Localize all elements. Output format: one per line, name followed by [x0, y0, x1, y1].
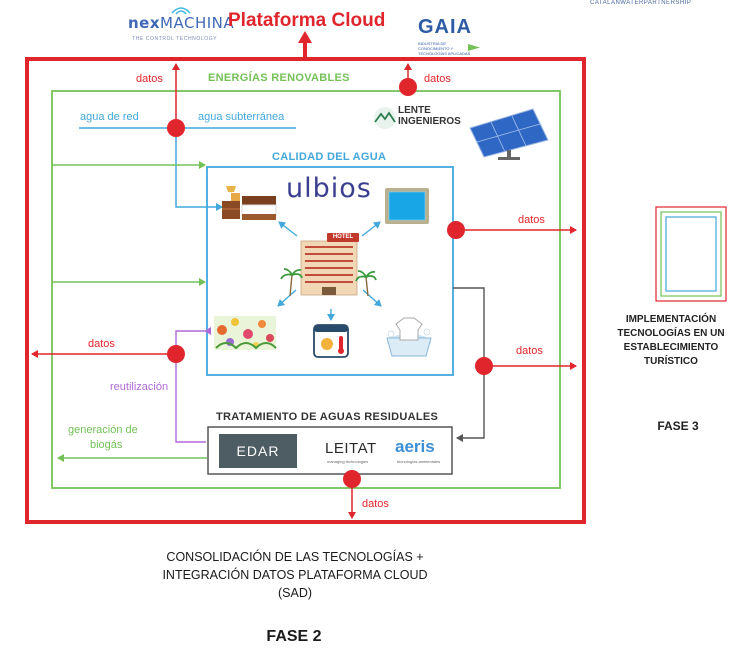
bed-furniture-icon: [222, 186, 277, 220]
solar-panel-icon: [469, 108, 549, 160]
energias-renovables-title: ENERGÍAS RENOVABLES: [208, 72, 350, 84]
wifi-waves-icon: [171, 7, 191, 15]
nexmachina-tagline: THE CONTROL TECHNOLOGY: [132, 36, 218, 42]
heating-thermometer-icon: [313, 324, 349, 358]
gaia-logo: GAIA INDUSTRIA DE CONOCIMIENTO Y TECNOLO…: [412, 14, 488, 56]
datos-label-right-middle: datos: [516, 345, 543, 357]
tratamiento-frame: [207, 426, 453, 475]
datos-label-right-top: datos: [518, 214, 545, 226]
generacion-label-line2: biogás: [90, 439, 123, 451]
energias-renovables-frame: [51, 90, 561, 489]
hotel-building-icon: [280, 240, 377, 297]
datos-label-bottom: datos: [362, 498, 389, 510]
lente-line2: INGENIEROS: [398, 116, 461, 127]
ulbios-logo: ulbios: [286, 173, 372, 204]
plataforma-cloud-title: Plataforma Cloud: [228, 10, 386, 31]
gaia-tagline: INDUSTRIA DE CONOCIMIENTO Y TECNOLOGÍAS …: [418, 41, 471, 56]
datos-label-top-right: datos: [424, 73, 451, 85]
hotel-arrow-pool: [361, 221, 381, 237]
fase2-caption-line1: CONSOLIDACIÓN DE LAS TECNOLOGÍAS +: [166, 550, 424, 564]
fase3-caption-line1: IMPLEMENTACIÓN: [625, 314, 717, 325]
garden-flowers-icon: [214, 316, 277, 350]
reutilizacion-line: [175, 327, 211, 443]
datos-label-top-left: datos: [136, 73, 163, 85]
fase3-caption: IMPLEMENTACIÓN TECNOLOGÍAS EN UN ESTABLE…: [596, 313, 746, 369]
hotel-arrow-garden: [277, 289, 297, 307]
data-node-top-left: [167, 119, 185, 137]
tratamiento-title: TRATAMIENTO DE AGUAS RESIDUALES: [216, 411, 439, 423]
lente-ingenieros-icon: [374, 107, 396, 129]
fase2-title: FASE 2: [266, 628, 322, 645]
fase3-caption-line4: TURÍSTICO: [644, 356, 698, 367]
fase3-caption-line2: TECNOLOGÍAS EN UN: [617, 328, 725, 339]
catalan-water-partnership-logo: CATALANWATERPARTNERSHIP: [590, 0, 692, 6]
pool-icon: [385, 188, 429, 224]
data-node-pool: [447, 221, 465, 239]
fase3-caption-line3: ESTABLECIMIENTO: [623, 342, 719, 353]
agua-de-red-label: agua de red: [80, 111, 139, 123]
lente-line1: LENTE: [398, 105, 431, 116]
calidad-agua-title: CALIDAD DEL AGUA: [272, 151, 387, 163]
nexmachina-wordmark: nexMACHINA: [128, 14, 235, 32]
fase2-caption-line2: INTEGRACIÓN DATOS PLATAFORMA CLOUD: [162, 568, 428, 582]
aeris-tagline: tecnologías ambientales: [397, 459, 441, 464]
datos-label-left: datos: [88, 338, 115, 350]
aeris-logo: aeris: [395, 437, 435, 456]
fase3-nested-frames: [655, 206, 727, 302]
reutilizacion-label: reutilización: [110, 381, 169, 393]
generacion-label-line1: generación de: [68, 424, 138, 436]
fase3-title: FASE 3: [657, 419, 699, 433]
data-node-top-right: [399, 78, 417, 96]
hotel-arrow-bed: [278, 221, 298, 237]
data-node-middle-left: [167, 345, 185, 363]
agua-subterranea-label: agua subterránea: [198, 111, 285, 123]
gaia-wordmark: GAIA: [418, 16, 472, 38]
data-node-middle-right: [475, 357, 493, 375]
edar-box: EDAR: [219, 434, 297, 468]
data-node-bottom: [343, 470, 361, 488]
gaia-arrow-icon: [468, 44, 480, 51]
calidad-agua-frame: [206, 166, 454, 376]
fase2-caption-line3: (SAD): [277, 586, 313, 600]
fase2-caption: CONSOLIDACIÓN DE LAS TECNOLOGÍAS + INTEG…: [130, 548, 460, 602]
nexmachina-logo: nexMACHINA THE CONTROL TECHNOLOGY: [118, 7, 234, 48]
laundry-basin-icon: [386, 317, 432, 357]
agua-to-bed-line: [175, 128, 223, 211]
leitat-tagline: managing technologies: [327, 459, 369, 464]
hotel-sign: HOTEL: [327, 233, 359, 242]
leitat-logo: LEITAT: [325, 440, 377, 457]
hotel-arrow-laundry: [362, 289, 382, 307]
